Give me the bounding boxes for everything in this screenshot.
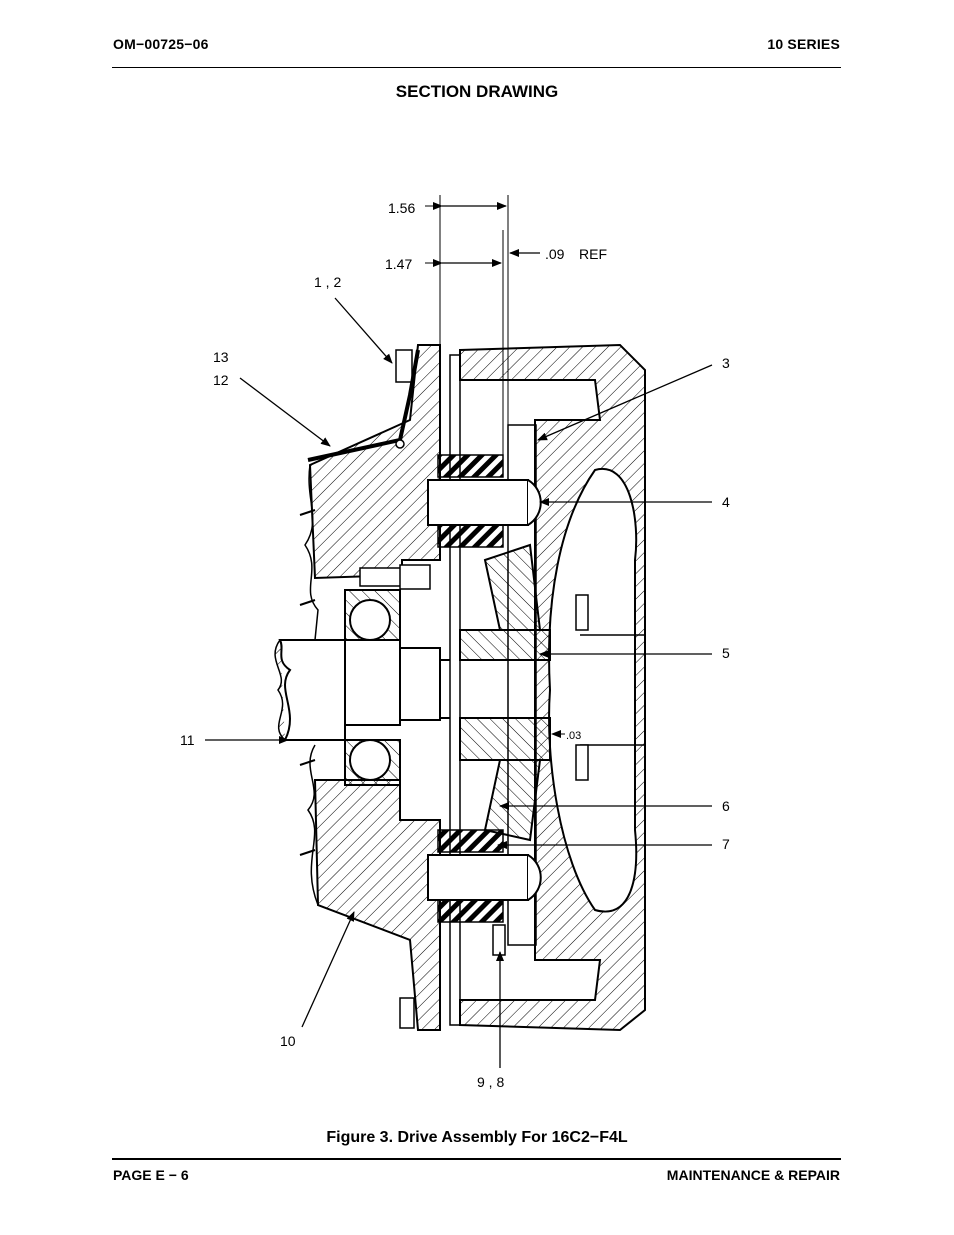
pins-and-bushings	[427, 454, 542, 923]
header-rule	[112, 67, 841, 68]
document-number: OM−00725−06	[113, 36, 209, 52]
callout-13: 13	[213, 349, 229, 365]
section-title: SECTION DRAWING	[395, 82, 559, 101]
bearing-housing	[344, 564, 431, 786]
callout-9-8: 9 , 8	[477, 1074, 504, 1090]
callout-11: 11	[180, 732, 195, 748]
dimension-lines	[425, 195, 565, 738]
leader-lines	[205, 297, 713, 1068]
callout-4: 4	[722, 494, 730, 510]
dimension-0-03: .03	[566, 730, 581, 742]
series-label: 10 SERIES	[767, 36, 840, 52]
callout-1-2: 1 , 2	[314, 274, 341, 290]
callout-10: 10	[280, 1033, 296, 1049]
callout-3: 3	[722, 355, 730, 371]
hub	[459, 424, 551, 946]
callout-12: 12	[213, 372, 229, 388]
callout-5: 5	[722, 645, 730, 661]
dimension-1-47: 1.47	[385, 256, 412, 272]
left-housing	[299, 344, 441, 1031]
callout-6: 6	[722, 798, 730, 814]
dimension-0-09: .09	[545, 246, 565, 262]
page-number: PAGE E − 6	[113, 1167, 189, 1183]
bolts	[395, 349, 589, 1029]
input-shaft	[274, 639, 551, 741]
footer-rule	[112, 1158, 841, 1160]
dimension-1-56: 1.56	[388, 200, 415, 216]
footer-section: MAINTENANCE & REPAIR	[666, 1167, 840, 1183]
figure-caption: Figure 3. Drive Assembly For 16C2−F4L	[326, 1129, 628, 1146]
grease-fitting-lever	[307, 349, 420, 462]
dimension-ref: REF	[579, 246, 607, 262]
coupling-plate	[449, 343, 646, 1032]
callout-7: 7	[722, 836, 730, 852]
